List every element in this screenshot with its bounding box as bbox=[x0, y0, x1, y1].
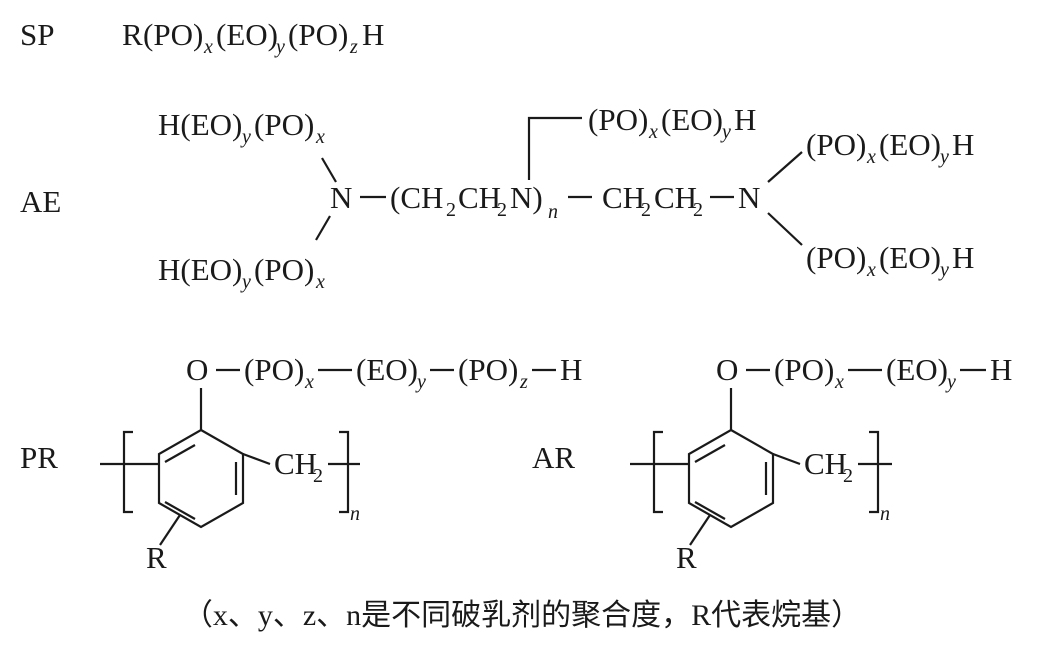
svg-text:(PO): (PO) bbox=[458, 352, 518, 387]
svg-text:y: y bbox=[938, 146, 949, 168]
svg-text:x: x bbox=[203, 36, 213, 58]
caption: （x、y、z、n是不同破乳剂的聚合度，R代表烷基） bbox=[183, 599, 861, 632]
svg-text:z: z bbox=[519, 371, 528, 393]
svg-text:y: y bbox=[945, 371, 956, 393]
svg-text:2: 2 bbox=[641, 199, 651, 221]
svg-text:z: z bbox=[349, 36, 358, 58]
svg-text:H: H bbox=[734, 102, 756, 137]
svg-text:R: R bbox=[676, 540, 697, 575]
svg-text:n: n bbox=[880, 503, 890, 525]
svg-text:(PO): (PO) bbox=[254, 252, 314, 287]
svg-text:y: y bbox=[274, 36, 285, 58]
svg-text:(PO): (PO) bbox=[588, 102, 648, 137]
ar-structure: O (PO) x (EO) y H R CH 2 n bbox=[630, 352, 1012, 575]
svg-text:(EO): (EO) bbox=[216, 17, 278, 52]
svg-text:x: x bbox=[315, 126, 325, 148]
svg-text:y: y bbox=[938, 259, 949, 281]
svg-text:2: 2 bbox=[693, 199, 703, 221]
svg-text:(PO): (PO) bbox=[244, 352, 304, 387]
svg-text:(PO): (PO) bbox=[143, 17, 203, 52]
svg-text:H: H bbox=[560, 352, 582, 387]
svg-text:x: x bbox=[866, 146, 876, 168]
sp-formula: R (PO) x (EO) y (PO) z H bbox=[122, 17, 384, 58]
svg-text:O: O bbox=[716, 352, 738, 387]
label-sp: SP bbox=[20, 17, 54, 52]
svg-text:(PO): (PO) bbox=[806, 127, 866, 162]
svg-text:y: y bbox=[240, 271, 251, 293]
svg-text:O: O bbox=[186, 352, 208, 387]
svg-text:CH: CH bbox=[804, 446, 847, 481]
svg-text:2: 2 bbox=[497, 199, 507, 221]
svg-text:H(EO): H(EO) bbox=[158, 107, 242, 142]
svg-text:(PO): (PO) bbox=[774, 352, 834, 387]
svg-text:H: H bbox=[990, 352, 1012, 387]
svg-text:(PO): (PO) bbox=[254, 107, 314, 142]
svg-text:N: N bbox=[330, 180, 352, 215]
svg-text:2: 2 bbox=[843, 465, 853, 487]
svg-text:CH: CH bbox=[274, 446, 317, 481]
svg-text:y: y bbox=[720, 121, 731, 143]
svg-text:N: N bbox=[738, 180, 760, 215]
svg-text:H: H bbox=[362, 17, 384, 52]
svg-text:N): N) bbox=[510, 180, 543, 215]
svg-text:(PO): (PO) bbox=[288, 17, 348, 52]
svg-text:x: x bbox=[315, 271, 325, 293]
svg-text:(EO): (EO) bbox=[879, 240, 941, 275]
svg-text:CH: CH bbox=[602, 180, 645, 215]
svg-text:(EO): (EO) bbox=[886, 352, 948, 387]
label-ar: AR bbox=[532, 440, 575, 475]
svg-text:(PO): (PO) bbox=[806, 240, 866, 275]
svg-text:x: x bbox=[866, 259, 876, 281]
svg-text:y: y bbox=[415, 371, 426, 393]
ae-formula: H(EO) y (PO) x H(EO) y (PO) x N (CH 2 CH… bbox=[158, 102, 974, 293]
svg-text:R: R bbox=[146, 540, 167, 575]
svg-text:H: H bbox=[952, 127, 974, 162]
svg-text:CH: CH bbox=[458, 180, 501, 215]
svg-text:(EO): (EO) bbox=[356, 352, 418, 387]
svg-text:2: 2 bbox=[313, 465, 323, 487]
svg-text:R: R bbox=[122, 17, 143, 52]
label-ae: AE bbox=[20, 184, 61, 219]
svg-text:x: x bbox=[304, 371, 314, 393]
label-pr: PR bbox=[20, 440, 58, 475]
svg-text:CH: CH bbox=[654, 180, 697, 215]
svg-text:x: x bbox=[834, 371, 844, 393]
svg-text:n: n bbox=[350, 503, 360, 525]
svg-text:H(EO): H(EO) bbox=[158, 252, 242, 287]
svg-text:y: y bbox=[240, 126, 251, 148]
svg-text:n: n bbox=[548, 201, 558, 223]
svg-text:H: H bbox=[952, 240, 974, 275]
svg-text:x: x bbox=[648, 121, 658, 143]
svg-text:(CH: (CH bbox=[390, 180, 443, 215]
pr-structure: O (PO) x (EO) y (PO) z H R CH 2 n bbox=[100, 352, 582, 575]
svg-text:(EO): (EO) bbox=[879, 127, 941, 162]
svg-text:2: 2 bbox=[446, 199, 456, 221]
svg-text:(EO): (EO) bbox=[661, 102, 723, 137]
